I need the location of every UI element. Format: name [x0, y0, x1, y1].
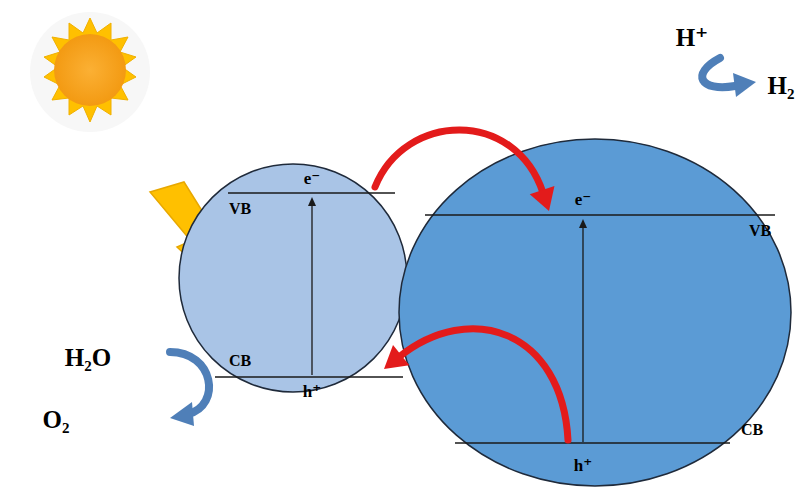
band-line — [215, 376, 403, 377]
band-label: CB — [229, 352, 251, 370]
species-label: H⁺ — [676, 24, 709, 52]
charge-label: h⁺ — [303, 383, 321, 402]
band-line — [425, 214, 775, 215]
excitation-arrow — [582, 227, 583, 442]
electron-transfer-arrow — [384, 329, 568, 440]
reduction-arrow — [702, 58, 756, 97]
species-label: H₂O — [65, 344, 111, 372]
excitation-arrow — [311, 205, 312, 375]
band-line — [455, 442, 730, 443]
circle-outline — [398, 138, 792, 487]
charge-label: e⁻ — [304, 170, 321, 189]
circle-outline — [178, 163, 408, 393]
species-label: H₂ — [768, 72, 795, 100]
band-label: VB — [229, 200, 251, 218]
electron-transfer-arrow — [375, 130, 554, 211]
band-label: CB — [741, 421, 763, 439]
band-label: VB — [749, 222, 771, 240]
species-label: O₂ — [43, 406, 70, 434]
charge-label: h⁺ — [574, 457, 592, 476]
band-line — [228, 192, 395, 193]
oxidation-arrow — [170, 352, 209, 426]
charge-label: e⁻ — [575, 191, 592, 210]
semiconductor-circle: e⁻VBCBh⁺ — [178, 163, 408, 393]
semiconductor-circle: e⁻ VB CB h⁺ — [398, 138, 792, 487]
sun-icon — [30, 12, 150, 132]
